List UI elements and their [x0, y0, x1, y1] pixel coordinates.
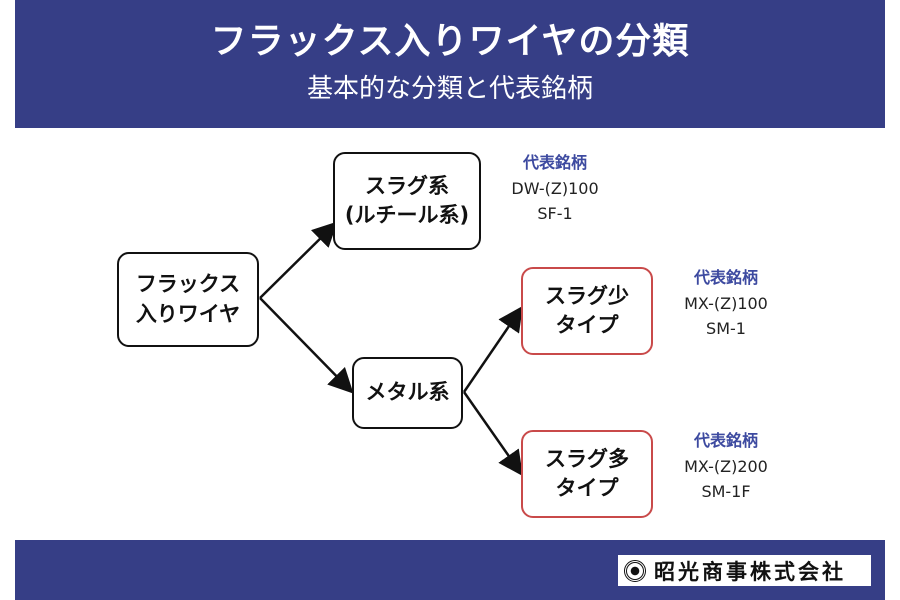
brand-item: DW-(Z)100 — [511, 178, 599, 198]
brand-item: SM-1F — [701, 482, 751, 502]
node-label: スラグ多 — [545, 446, 629, 471]
page-title: フラックス入りワイヤの分類 — [210, 21, 690, 62]
brands-slag-many: 代表銘柄 MX-(Z)200 SM-1F — [666, 428, 786, 505]
node-label: メタル系 — [365, 380, 450, 405]
node-slag-type: スラグ系 (ルチール系) — [333, 152, 481, 250]
node-slag-many-type: スラグ多タイプ — [521, 430, 653, 518]
arrow-root-to-slag — [259, 221, 338, 299]
company-logo: 昭光商事株式会社 — [618, 555, 871, 586]
node-label: タイプ — [555, 476, 619, 500]
arrow-metal-to-slag-many — [462, 391, 523, 477]
node-label: 入りワイヤ — [135, 301, 241, 326]
company-name: 昭光商事株式会社 — [654, 559, 846, 584]
node-label: (ルチール系) — [344, 203, 470, 227]
brands-slag-few: 代表銘柄 MX-(Z)100 SM-1 — [666, 265, 786, 342]
node-metal-type: メタル系 — [352, 357, 463, 429]
brands-heading: 代表銘柄 — [693, 268, 758, 287]
node-flux-cored-wire: フラックス入りワイヤ — [117, 252, 259, 347]
footer-banner: 昭光商事株式会社 — [15, 540, 885, 600]
brands-heading: 代表銘柄 — [522, 153, 587, 172]
brand-item: SF-1 — [537, 204, 573, 224]
arrow-metal-to-slag-few — [462, 305, 523, 393]
node-label: フラックス — [135, 272, 241, 297]
node-label: スラグ系 — [365, 173, 449, 198]
brand-item: MX-(Z)200 — [684, 456, 768, 476]
node-label: タイプ — [555, 313, 619, 337]
node-label: スラグ少 — [545, 283, 629, 308]
brand-item: MX-(Z)100 — [684, 293, 768, 313]
brand-item: SM-1 — [706, 319, 746, 339]
page-subtitle: 基本的な分類と代表銘柄 — [306, 74, 593, 104]
node-slag-few-type: スラグ少タイプ — [521, 267, 653, 355]
brands-heading: 代表銘柄 — [693, 431, 758, 450]
company-emblem-icon — [624, 559, 646, 582]
header-banner: フラックス入りワイヤの分類 基本的な分類と代表銘柄 — [15, 0, 885, 128]
brands-slag: 代表銘柄 DW-(Z)100 SF-1 — [495, 150, 615, 227]
arrow-root-to-metal — [259, 297, 354, 394]
